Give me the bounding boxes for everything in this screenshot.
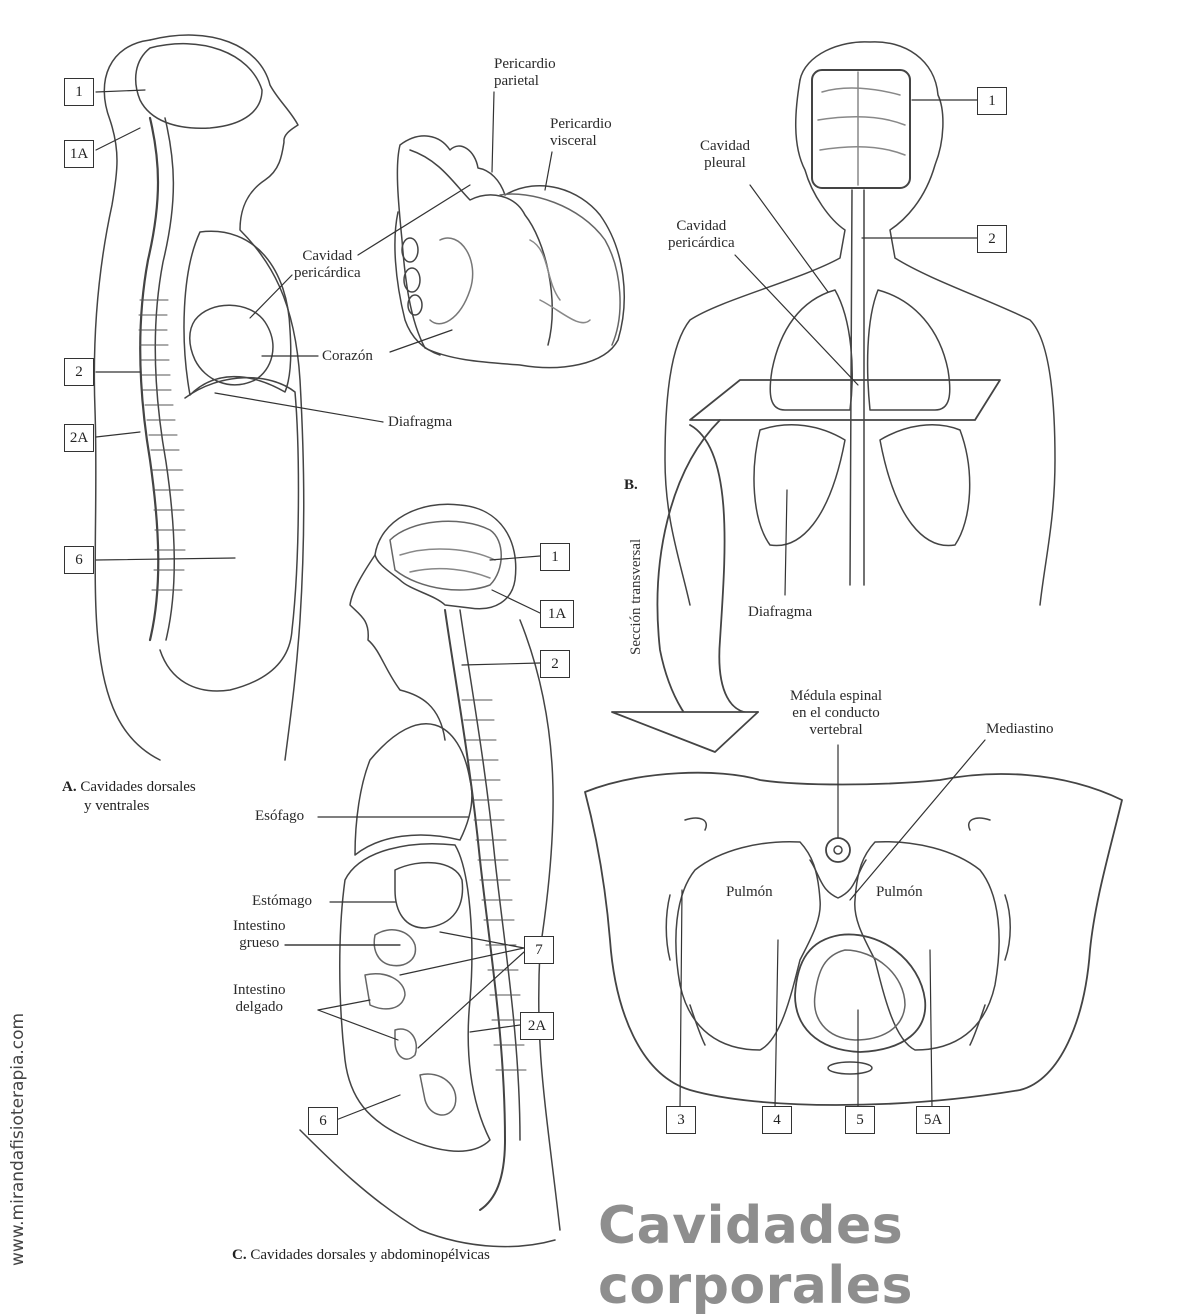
section-box-5a: 5A [916,1106,950,1134]
label-pericardio-parietal: Pericardio parietal [494,56,556,90]
label-line: en el conducto [792,705,880,721]
caption-c: C. Cavidades dorsales y abdominopélvicas [232,1246,490,1265]
section-box-5: 5 [845,1106,875,1134]
panel-c-box-1: 1 [540,543,570,571]
caption-line: Cavidades dorsales y abdominopélvicas [250,1247,490,1263]
label-line: grueso [239,935,280,951]
label-mediastino: Mediastino [986,721,1054,737]
label-line: Intestino [233,918,286,934]
label-pulmon-left: Pulmón [726,884,773,900]
website-watermark: www.mirandafisioterapia.com [8,1012,28,1266]
panel-c-box-2: 2 [540,650,570,678]
label-estomago: Estómago [252,893,312,909]
panel-c-box-6: 6 [308,1107,338,1135]
label-cavidad-pericardica-b: Cavidad pericárdica [668,218,735,252]
label-esofago: Esófago [255,808,305,824]
section-box-4: 4 [762,1106,792,1134]
caption-line: y ventrales [84,798,150,814]
panel-a-figure [93,34,305,761]
panel-a-box-1: 1 [64,78,94,106]
caption-letter: B. [624,477,638,493]
cross-section-figure [584,771,1123,1106]
section-box-3: 3 [666,1106,696,1134]
label-line: pericárdica [668,235,735,251]
label-line: pericárdica [294,265,361,281]
page-title: Cavidades corporales [598,1196,913,1316]
label-line: Médula espinal [790,688,883,704]
panel-b-figure [611,41,1056,753]
label-intestino-grueso: Intestino grueso [233,918,286,952]
panel-c-box-7: 7 [524,936,554,964]
caption-letter: A. [62,779,77,795]
panel-c-box-1a: 1A [540,600,574,628]
label-seccion-transversal: Sección transversal [628,538,644,655]
panel-a-box-2a: 2A [64,424,94,452]
label-line: pleural [704,155,746,171]
panel-a-box-2: 2 [64,358,94,386]
label-pulmon-right: Pulmón [876,884,923,900]
caption-b: B. [624,476,638,495]
label-cavidad-pericardica-a: Cavidad pericárdica [294,248,361,282]
vertebrae-a [138,299,186,591]
label-line: Cavidad [676,218,727,234]
panel-a-box-6: 6 [64,546,94,574]
panel-c-box-2a: 2A [520,1012,554,1040]
label-intestino-delgado: Intestino delgado [233,982,286,1016]
panel-b-box-2: 2 [977,225,1007,253]
panel-b-box-1: 1 [977,87,1007,115]
label-diafragma-a: Diafragma [388,414,453,430]
leader-lines [95,89,986,1121]
label-line: Cavidad [700,138,750,154]
panel-a-box-1a: 1A [64,140,94,168]
label-cavidad-pleural: Cavidad pleural [700,138,750,172]
label-medula-espinal: Médula espinal en el conducto vertebral [790,688,882,739]
label-corazon: Corazón [322,348,373,364]
vertebrae-c [461,699,527,1071]
caption-line: Cavidades dorsales [80,779,196,795]
label-line: parietal [494,73,539,89]
label-line: Cavidad [302,248,353,264]
label-line: delgado [235,999,283,1015]
label-line: Intestino [233,982,286,998]
label-pericardio-visceral: Pericardio visceral [550,116,612,150]
caption-a: A. Cavidades dorsales y ventrales [62,778,196,816]
label-diafragma-b: Diafragma [748,604,813,620]
heart-detail-figure [394,135,625,369]
label-line: vertebral [809,722,863,738]
label-line: Pericardio [494,56,556,72]
caption-letter: C. [232,1247,247,1263]
panel-c-figure [299,503,561,1248]
label-line: visceral [550,133,597,149]
label-line: Pericardio [550,116,612,132]
